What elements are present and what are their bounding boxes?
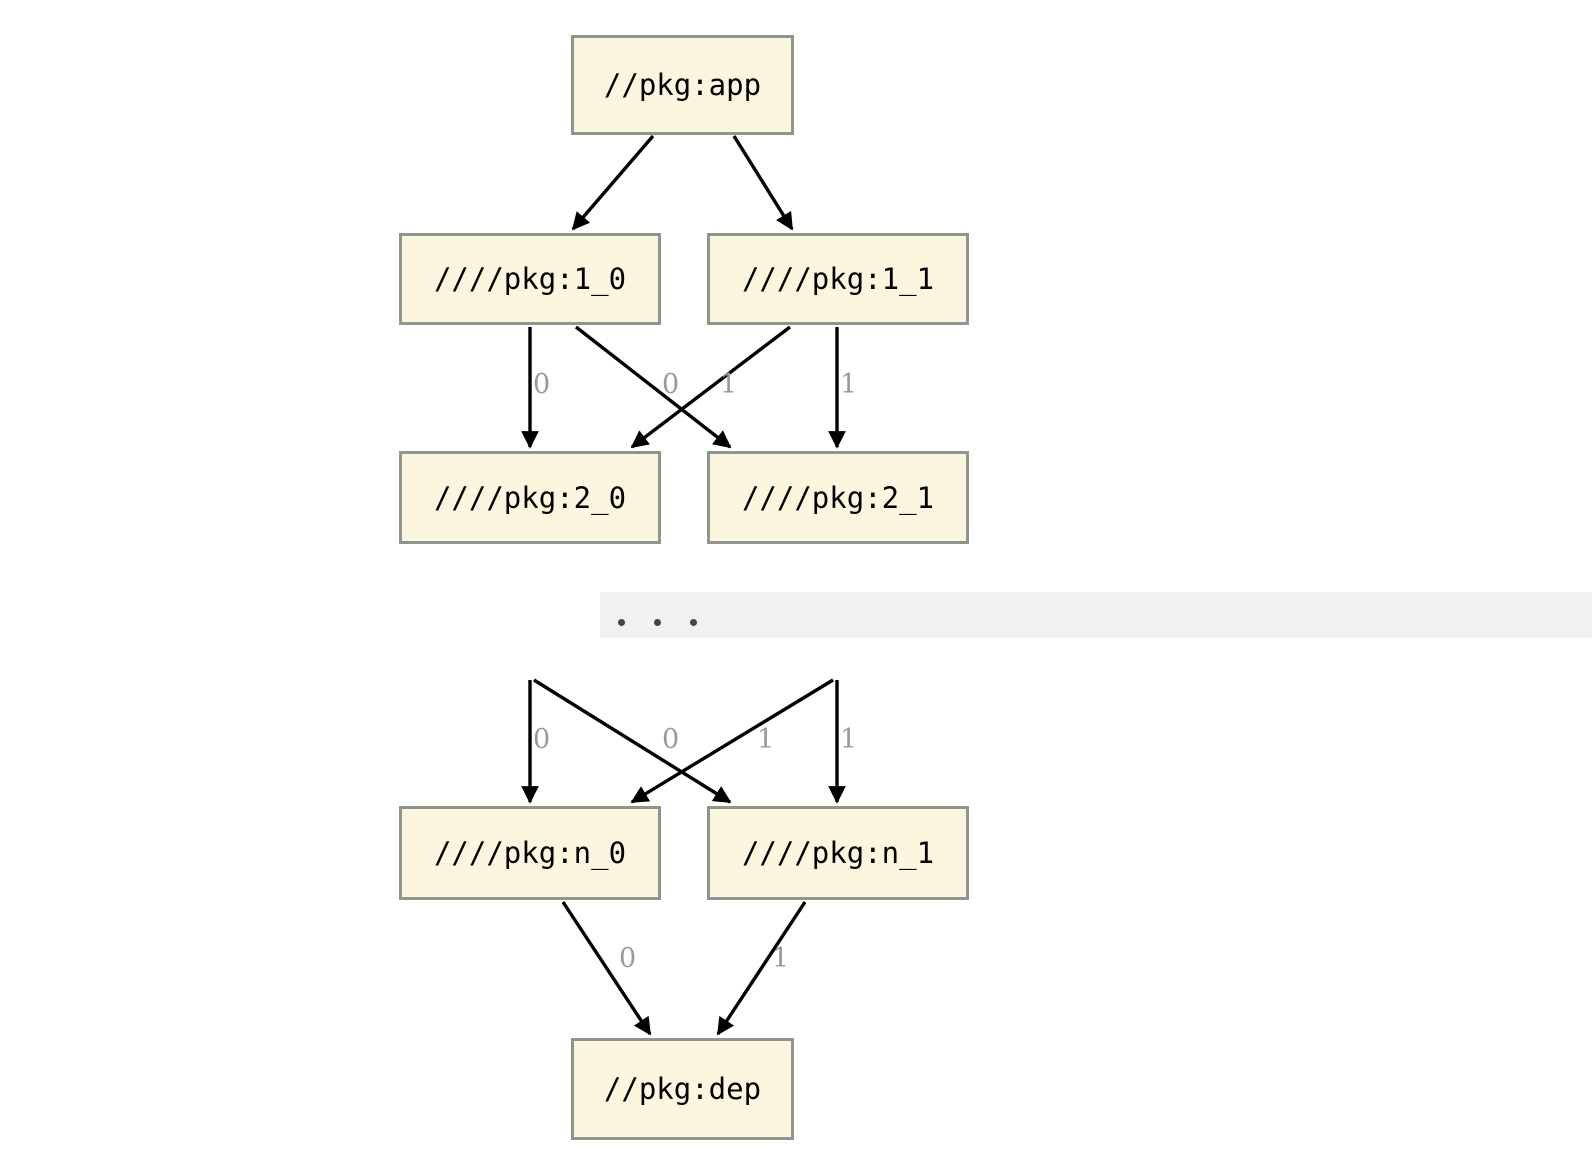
graph-node-app[interactable]: //pkg:app <box>571 35 794 135</box>
graph-edge-0 <box>571 134 655 231</box>
graph-edge-7 <box>533 678 732 804</box>
edge-label-9: 1 <box>840 724 858 755</box>
graph-edge-10 <box>561 901 652 1036</box>
edge-label-8: 0 <box>662 724 680 755</box>
graph-edge-1 <box>732 135 794 231</box>
graph-node-n2_1[interactable]: ////pkg:2_1 <box>707 451 969 544</box>
ellipsis-dots <box>618 618 697 626</box>
graph-edge-4 <box>630 325 792 449</box>
edge-label-3: 1 <box>720 369 738 400</box>
graph-node-n1_0[interactable]: ////pkg:1_0 <box>399 233 661 325</box>
graph-node-dep[interactable]: //pkg:dep <box>571 1038 794 1140</box>
edge-label-10: 0 <box>619 943 637 974</box>
graph-edge-8 <box>630 678 834 804</box>
graph-edge-3 <box>574 325 732 449</box>
edge-label-2: 0 <box>533 369 551 400</box>
ellipsis-dot <box>690 618 697 626</box>
graph-node-n2_0[interactable]: ////pkg:2_0 <box>399 451 661 544</box>
edge-label-6: 0 <box>533 724 551 755</box>
ellipsis-dot <box>618 618 625 626</box>
ellipsis-band <box>600 592 1592 638</box>
edge-group <box>521 134 846 1036</box>
graph-node-n1_1[interactable]: ////pkg:1_1 <box>707 233 969 325</box>
graph-edge-11 <box>716 901 807 1036</box>
edge-label-7: 1 <box>757 724 775 755</box>
edge-label-4: 0 <box>662 369 680 400</box>
graph-node-nn_0[interactable]: ////pkg:n_0 <box>399 806 661 900</box>
graph-node-nn_1[interactable]: ////pkg:n_1 <box>707 806 969 900</box>
ellipsis-dot <box>654 618 661 626</box>
edge-label-5: 1 <box>840 369 858 400</box>
edge-label-11: 1 <box>772 943 790 974</box>
